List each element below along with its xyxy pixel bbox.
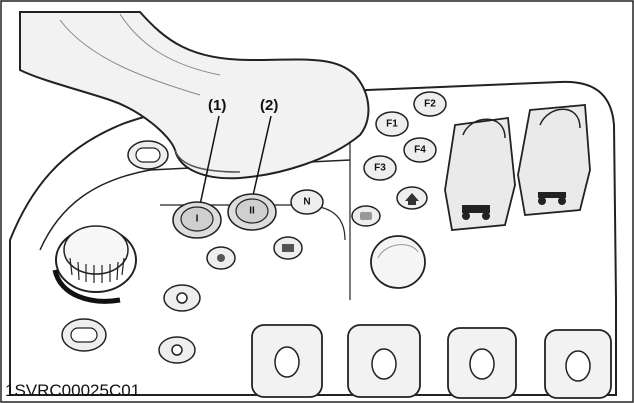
f4-label: F4: [414, 145, 426, 156]
tractor-implement-icon: [462, 205, 490, 220]
neutral-label: N: [303, 197, 310, 208]
callout-1-leader: [199, 115, 220, 206]
dial-knob-icon[interactable]: [52, 225, 137, 304]
f3-label: F3: [374, 163, 386, 174]
callout-2: (2): [260, 97, 278, 114]
home-icon: [405, 193, 419, 205]
oval-button-left[interactable]: [61, 318, 107, 352]
round-button-right[interactable]: [273, 236, 303, 260]
lever-1[interactable]: [251, 324, 323, 398]
lever-4[interactable]: [544, 329, 612, 399]
gear-1-button[interactable]: I: [172, 201, 222, 239]
gear-2-label: II: [249, 206, 255, 217]
oval-button-top[interactable]: [127, 140, 169, 170]
f2-label: F2: [424, 99, 436, 110]
panel-divider: [39, 159, 351, 251]
home-button[interactable]: [396, 186, 428, 210]
figure-code: 1SVRC00025C01: [5, 381, 140, 400]
rocker-switch-right[interactable]: [517, 104, 591, 216]
neutral-button[interactable]: N: [290, 189, 324, 215]
f1-button[interactable]: F1: [375, 111, 409, 137]
gear-2-button[interactable]: II: [227, 193, 277, 231]
callout-2-leader: [251, 115, 272, 201]
rocker-switch-icon: [444, 116, 516, 231]
round-knob[interactable]: [370, 235, 426, 289]
round-button-left[interactable]: [206, 246, 236, 270]
f1-label: F1: [386, 119, 398, 130]
lock-button-upper[interactable]: [163, 284, 201, 312]
callout-1: (1): [208, 97, 226, 114]
small-button-mid[interactable]: [351, 205, 381, 227]
lock-button-lower[interactable]: [158, 336, 196, 364]
f3-button[interactable]: F3: [363, 155, 397, 181]
gear-1-label: I: [196, 214, 199, 225]
tractor-implement-icon-2: [538, 192, 566, 205]
joystick-handle-icon: [19, 11, 370, 180]
rocker-switch-left[interactable]: [444, 116, 516, 231]
lever-2[interactable]: [347, 324, 421, 398]
f2-button[interactable]: F2: [413, 91, 447, 117]
lever-3[interactable]: [447, 327, 517, 399]
f4-button[interactable]: F4: [403, 137, 437, 163]
